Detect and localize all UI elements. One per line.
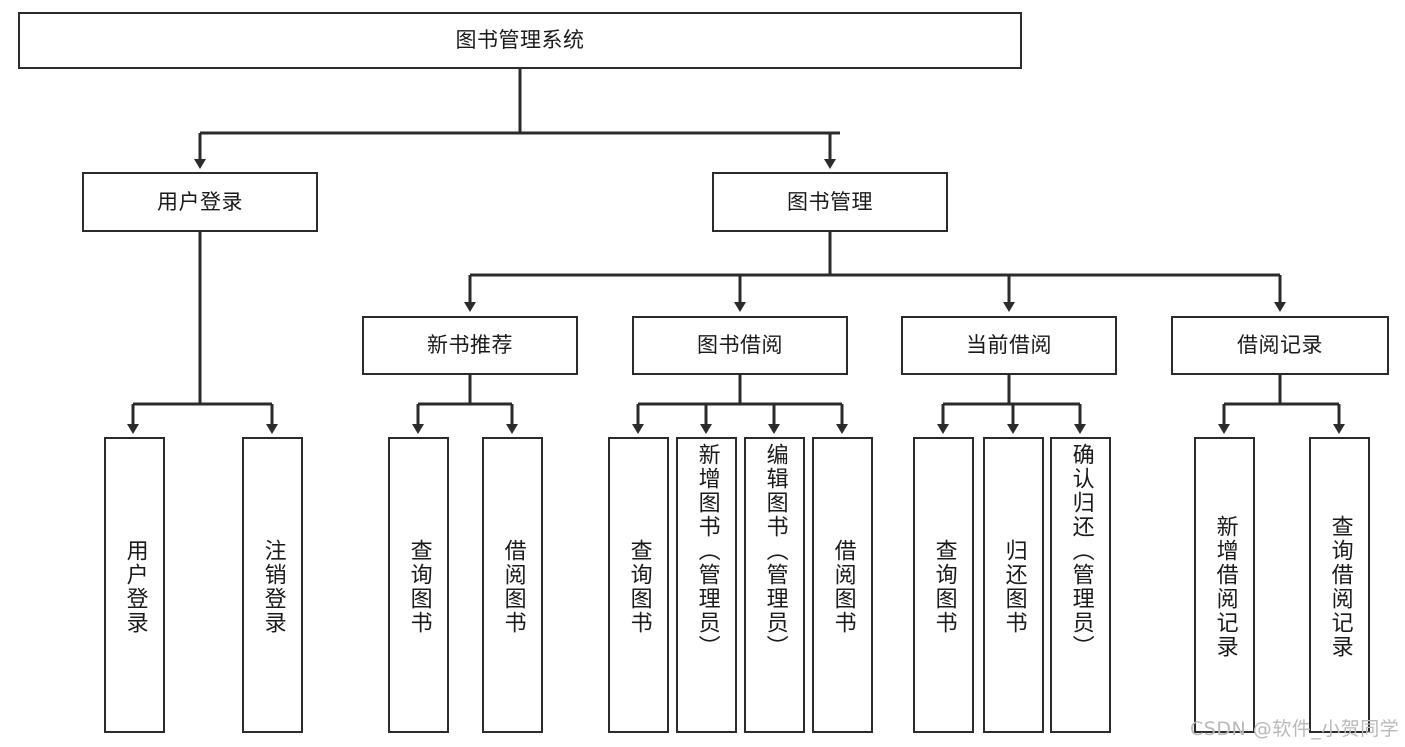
leaf-user-login[interactable]: 用户登录 [104, 437, 165, 733]
leaf-query-borrow-record-label: 查询借阅记录 [1327, 515, 1353, 659]
leaf-edit-book-admin-label: 编辑图书（管理员） [762, 443, 788, 659]
leaf-query-book-borrow-label: 查询图书 [626, 539, 652, 635]
node-user-login[interactable]: 用户登录 [82, 172, 318, 232]
node-book-borrow[interactable]: 图书借阅 [632, 316, 848, 375]
node-new-book-recommend[interactable]: 新书推荐 [362, 316, 578, 375]
leaf-query-borrow-record[interactable]: 查询借阅记录 [1309, 437, 1370, 733]
csdn-watermark: CSDN @软件_小贺同学 [1190, 718, 1400, 740]
leaf-add-borrow-record[interactable]: 新增借阅记录 [1194, 437, 1255, 733]
node-current-borrow[interactable]: 当前借阅 [901, 316, 1117, 375]
leaf-query-book-recommend[interactable]: 查询图书 [388, 437, 449, 733]
node-new-book-recommend-label: 新书推荐 [427, 333, 513, 358]
leaf-return-book[interactable]: 归还图书 [983, 437, 1044, 733]
node-book-borrow-label: 图书借阅 [697, 333, 783, 358]
leaf-confirm-return-admin-label: 确认归还（管理员） [1068, 443, 1094, 659]
leaf-return-book-label: 归还图书 [1001, 539, 1027, 635]
leaf-query-book-current[interactable]: 查询图书 [913, 437, 974, 733]
leaf-logout-label: 注销登录 [260, 539, 286, 635]
leaf-user-login-label: 用户登录 [122, 539, 148, 635]
leaf-borrow-book-recommend-label: 借阅图书 [500, 539, 526, 635]
node-current-borrow-label: 当前借阅 [966, 333, 1052, 358]
leaf-add-book-admin-label: 新增图书（管理员） [694, 443, 720, 659]
leaf-borrow-book-recommend[interactable]: 借阅图书 [482, 437, 543, 733]
node-root-label: 图书管理系统 [455, 28, 585, 53]
node-borrow-record-label: 借阅记录 [1237, 333, 1323, 358]
leaf-borrow-book-borrow[interactable]: 借阅图书 [812, 437, 873, 733]
leaf-borrow-book-borrow-label: 借阅图书 [830, 539, 856, 635]
leaf-confirm-return-admin[interactable]: 确认归还（管理员） [1050, 437, 1111, 733]
node-user-login-label: 用户登录 [157, 189, 243, 214]
leaf-add-borrow-record-label: 新增借阅记录 [1212, 515, 1238, 659]
leaf-add-book-admin[interactable]: 新增图书（管理员） [676, 437, 737, 733]
node-book-manage[interactable]: 图书管理 [712, 172, 948, 232]
node-borrow-record[interactable]: 借阅记录 [1171, 316, 1389, 375]
node-book-manage-label: 图书管理 [787, 189, 873, 214]
node-root[interactable]: 图书管理系统 [18, 12, 1022, 69]
leaf-edit-book-admin[interactable]: 编辑图书（管理员） [744, 437, 805, 733]
leaf-logout[interactable]: 注销登录 [242, 437, 303, 733]
leaf-query-book-borrow[interactable]: 查询图书 [608, 437, 669, 733]
leaf-query-book-current-label: 查询图书 [931, 539, 957, 635]
leaf-query-book-recommend-label: 查询图书 [406, 539, 432, 635]
